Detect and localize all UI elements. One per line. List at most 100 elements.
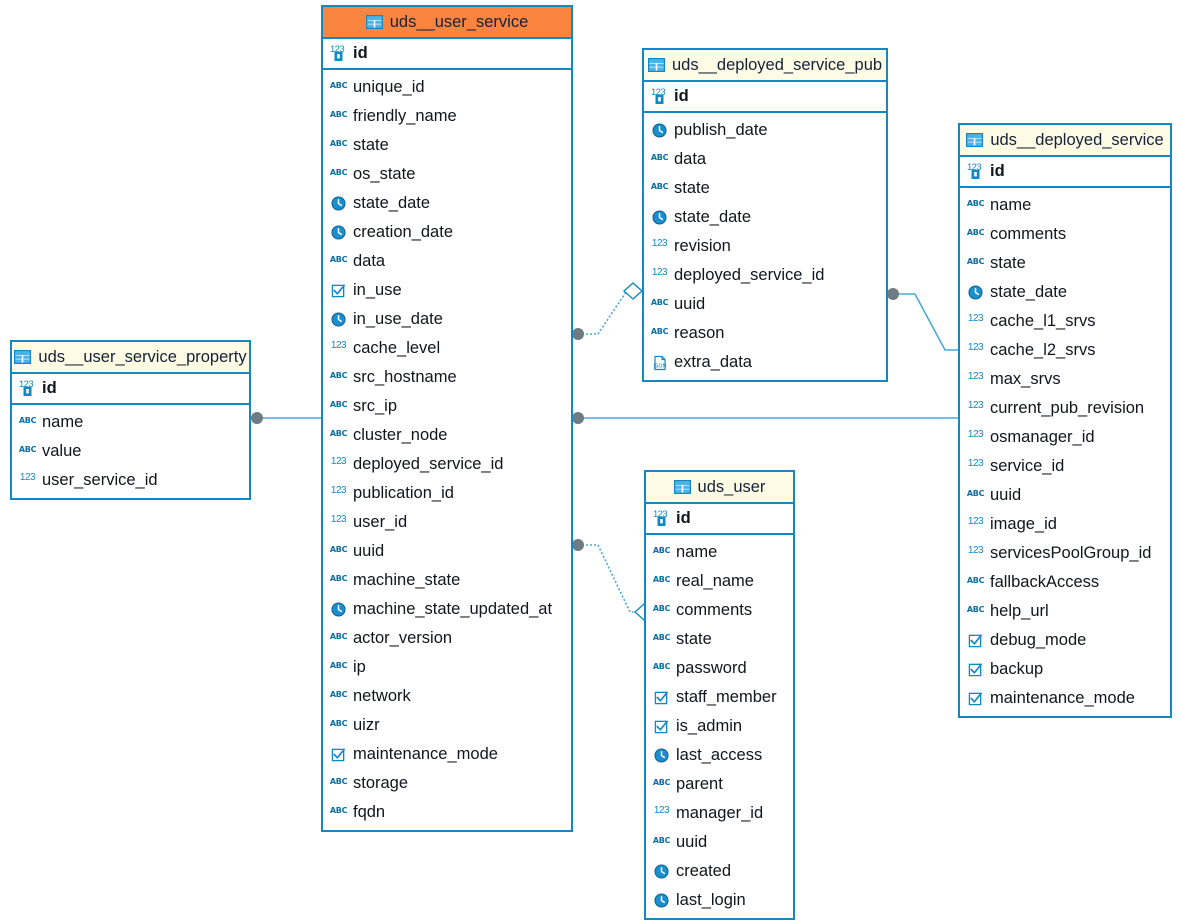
column-label: network: [353, 687, 411, 706]
entity-header[interactable]: uds_user: [646, 472, 793, 504]
column-row[interactable]: debug_mode: [960, 626, 1170, 655]
column-row[interactable]: publish_date: [644, 116, 886, 145]
entity-header[interactable]: uds__deployed_service: [960, 125, 1170, 157]
column-row[interactable]: creation_date: [323, 218, 571, 247]
relationship-user-service-property[interactable]: [251, 412, 321, 424]
column-label: machine_state: [353, 571, 461, 590]
column-row[interactable]: state_date: [644, 203, 886, 232]
relationship-user-service-uds-user[interactable]: [572, 539, 655, 621]
column-row[interactable]: in_use: [323, 276, 571, 305]
pk-number-icon: 123: [967, 163, 984, 180]
column-row[interactable]: backup: [960, 655, 1170, 684]
column-row[interactable]: staff_member: [646, 683, 793, 712]
entity-header[interactable]: uds__user_service_property: [12, 342, 249, 374]
column-label: state_date: [990, 283, 1068, 302]
column-row[interactable]: maintenance_mode: [960, 684, 1170, 713]
relationship-deployed-service-pub-deployed-service[interactable]: [887, 288, 958, 351]
abc-icon: ABC: [650, 326, 669, 336]
column-row[interactable]: in_use_date: [323, 305, 571, 334]
abc-icon: ABC: [329, 80, 348, 90]
column-label: last_login: [676, 891, 746, 910]
relationship-user-service-deployed-service-pub[interactable]: [572, 282, 644, 340]
column-row[interactable]: state_date: [323, 189, 571, 218]
entity-header[interactable]: uds__deployed_service_pub: [644, 50, 886, 82]
number-icon: 123: [967, 312, 984, 324]
column-row[interactable]: machine_state_updated_at: [323, 595, 571, 624]
column-row[interactable]: last_access: [646, 741, 793, 770]
entity-header[interactable]: uds__user_service: [323, 7, 571, 39]
number-icon: 123: [651, 266, 668, 278]
column-row[interactable]: state_date: [960, 278, 1170, 307]
column-row[interactable]: last_login: [646, 886, 793, 915]
column-row[interactable]: created: [646, 857, 793, 886]
column-row[interactable]: is_admin: [646, 712, 793, 741]
clock-icon: [330, 224, 347, 241]
column-row[interactable]: maintenance_mode: [323, 740, 571, 769]
relationship-user-service-deployed-service[interactable]: [572, 412, 958, 424]
